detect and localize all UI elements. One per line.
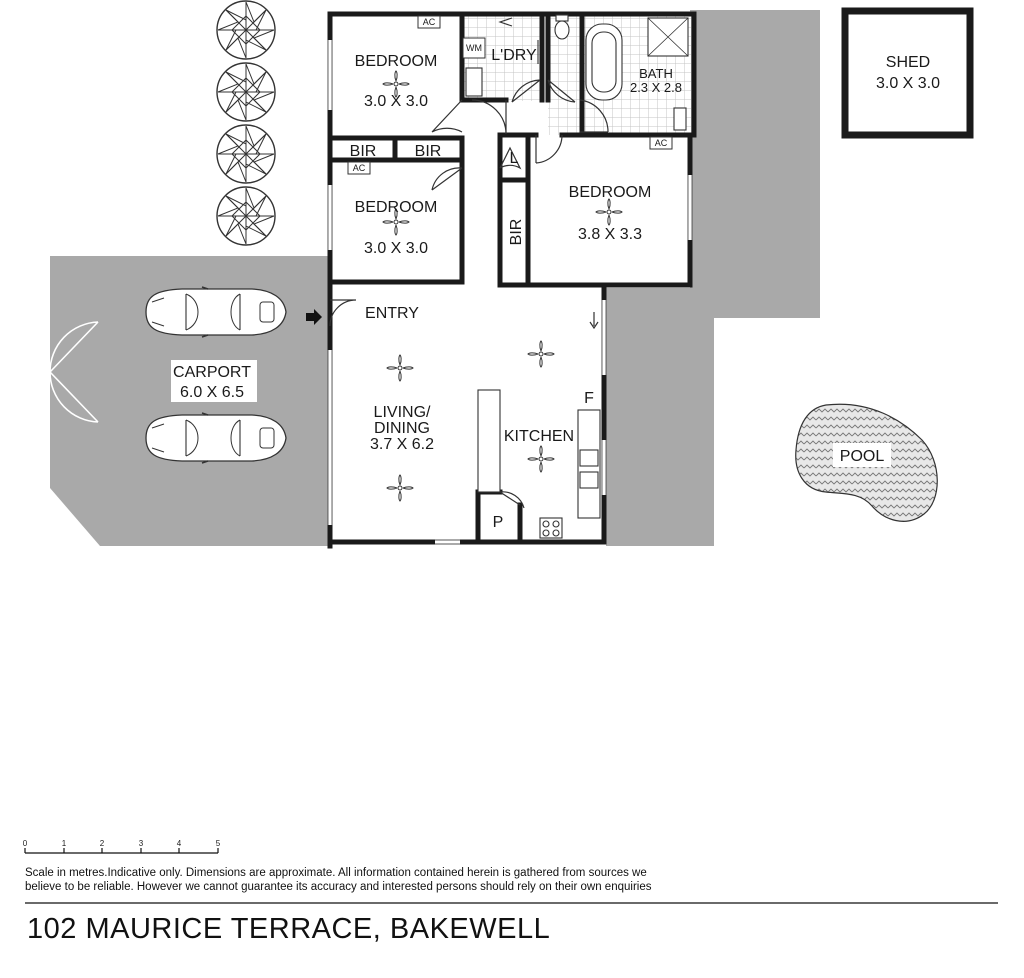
- bath-fixtures: [465, 14, 689, 131]
- carport-gates: [49, 321, 99, 423]
- ceiling-fan-icon: [595, 198, 623, 226]
- bir-label-2: BIR: [415, 143, 442, 160]
- ac-label-2: AC: [353, 163, 366, 173]
- scale-tick-1: 1: [62, 839, 67, 848]
- disclaimer-text: Scale in metres.Indicative only. Dimensi…: [25, 867, 652, 893]
- island-bench: [477, 389, 501, 493]
- window-lines: [327, 40, 693, 545]
- shed-size: 3.0 X 3.0: [876, 75, 940, 92]
- ceiling-fan-icon: [527, 340, 555, 368]
- bath-name: BATH: [639, 66, 673, 81]
- scale-tick-4: 4: [177, 839, 182, 848]
- pantry-label: P: [493, 514, 504, 531]
- linen-label: L: [510, 150, 519, 167]
- shed-outline: [841, 7, 974, 139]
- bir-label-3: BIR: [508, 219, 525, 246]
- laundry-tub-icon: [465, 67, 483, 97]
- bedroom-2-size: 3.0 X 3.0: [364, 240, 428, 257]
- pool-label-bg: [833, 443, 891, 467]
- tree-icon: [216, 0, 276, 60]
- toilet-icon: [554, 20, 570, 40]
- scale-tick-5: 5: [216, 839, 221, 848]
- carport-name: CARPORT: [173, 364, 251, 381]
- entry-arrow-icon: [306, 309, 322, 325]
- ac-label-1: AC: [423, 17, 436, 27]
- site-ground: [50, 10, 820, 546]
- kitchen-name: KITCHEN: [504, 428, 574, 445]
- bedroom-1-name: BEDROOM: [355, 53, 438, 70]
- bedroom-3-size: 3.8 X 3.3: [578, 226, 642, 243]
- living-name-1: LIVING/: [374, 404, 431, 421]
- bedroom-1-size: 3.0 X 3.0: [364, 93, 428, 110]
- property-address: 102 MAURICE TERRACE, BAKEWELL: [27, 913, 551, 945]
- carport-size: 6.0 X 6.5: [180, 384, 244, 401]
- scale-tick-0: 0: [23, 839, 28, 848]
- bir-label-1: BIR: [350, 143, 377, 160]
- living-name-2: DINING: [374, 420, 430, 437]
- tree-icon: [216, 186, 276, 246]
- ac-label-3: AC: [655, 138, 668, 148]
- sink-icon: [579, 449, 599, 467]
- doors: [329, 79, 609, 509]
- bedroom-2-name: BEDROOM: [355, 199, 438, 216]
- entry-name: ENTRY: [365, 305, 419, 322]
- fixture-boxes: [171, 15, 673, 402]
- laundry-name: L'DRY: [491, 47, 537, 64]
- scale-tick-2: 2: [100, 839, 105, 848]
- living-size: 3.7 X 6.2: [370, 436, 434, 453]
- scale-bar: 0 1 2 3 4 5: [23, 839, 221, 854]
- ceiling-fan-icon: [527, 445, 555, 473]
- car-top-icon: [145, 286, 287, 338]
- shed-name: SHED: [886, 54, 930, 71]
- windows: [328, 40, 692, 544]
- kitchen-fixtures: [477, 389, 601, 539]
- pool-name: POOL: [840, 448, 885, 465]
- tree-icon: [216, 62, 276, 122]
- fridge-label: F: [584, 390, 594, 407]
- bath-size: 2.3 X 2.8: [630, 80, 682, 95]
- trees: [216, 0, 276, 246]
- car-bottom-icon: [145, 412, 287, 464]
- bedroom-3-name: BEDROOM: [569, 184, 652, 201]
- scale-tick-3: 3: [139, 839, 144, 848]
- tree-icon: [216, 124, 276, 184]
- washing-machine-label: WM: [466, 43, 482, 53]
- kitchen-arrow-icon: [589, 312, 599, 330]
- ceiling-fan-icon: [386, 474, 414, 502]
- ceiling-fan-icon: [386, 354, 414, 382]
